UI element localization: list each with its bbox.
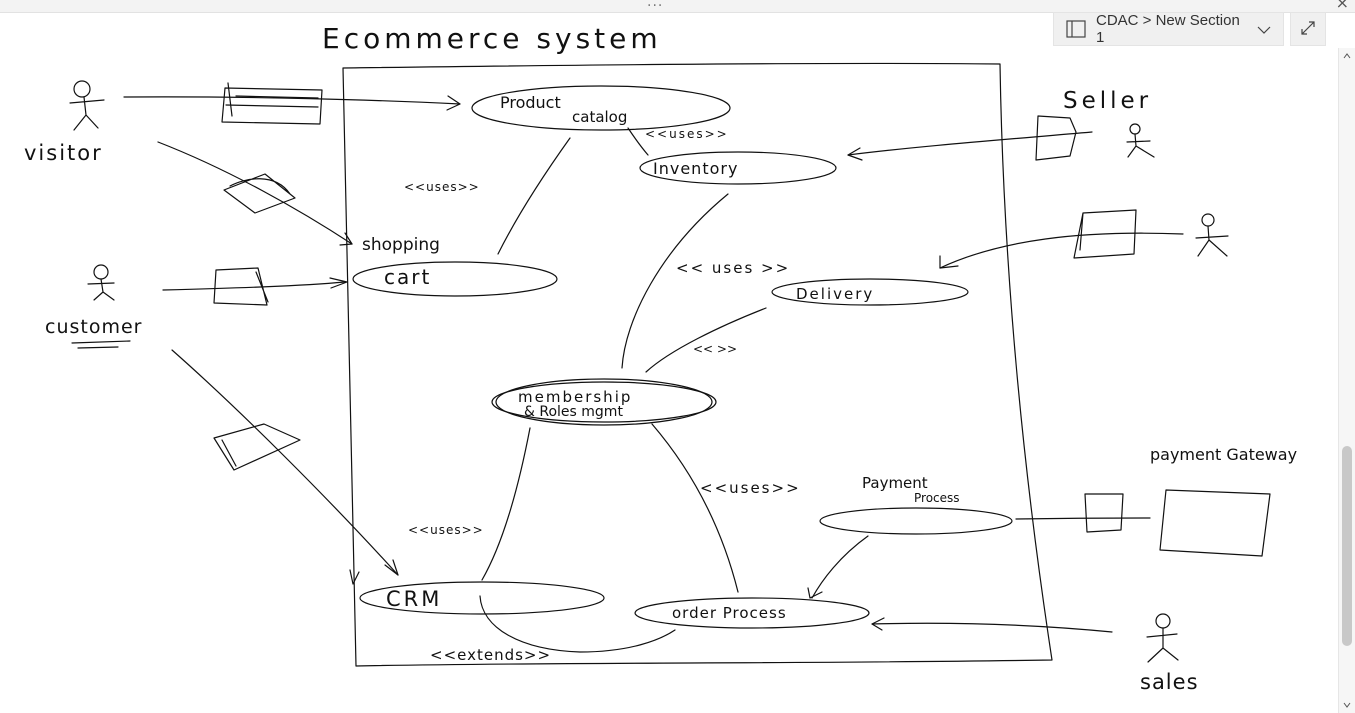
relation-uses-catalog-cart: <<uses>>	[404, 180, 480, 194]
relation-extends-crm-order: <<extends>>	[430, 646, 551, 664]
actor-sales-figure	[1146, 613, 1179, 663]
notebook-breadcrumb-dropdown[interactable]: CDAC > New Section 1	[1053, 12, 1284, 46]
usecase-crm-label: CRM	[386, 587, 442, 611]
notebook-icon	[1066, 20, 1086, 38]
usecase-inventory-oval[interactable]	[639, 151, 837, 185]
chevron-down-icon	[1257, 21, 1271, 38]
usecase-order-process-label: order Process	[672, 604, 787, 622]
usecase-membership-oval[interactable]	[491, 381, 717, 423]
drag-grip[interactable]: ...	[647, 0, 664, 10]
diagram-title: Ecommerce system	[322, 22, 662, 55]
interface-box-customer-crm	[213, 423, 301, 471]
actor-unnamed-figure	[1195, 213, 1229, 257]
actor-customer-figure	[87, 264, 115, 301]
customer-underline	[71, 340, 131, 349]
usecase-product-catalog-line1: Product	[500, 93, 561, 112]
usecase-crm-oval[interactable]	[359, 581, 605, 615]
usecase-payment-oval[interactable]	[819, 507, 1013, 535]
usecase-membership-line2: & Roles mgmt	[524, 404, 623, 420]
usecase-product-catalog-line2: catalog	[572, 108, 627, 126]
relation-uses-membership-order: <<uses>>	[700, 479, 801, 497]
actor-visitor-figure	[69, 80, 105, 131]
expand-button[interactable]	[1290, 12, 1326, 46]
relation-uses-catalog-inventory: <<uses>>	[645, 127, 729, 141]
payment-gateway-box	[1159, 489, 1271, 557]
usecase-order-process-oval[interactable]	[634, 597, 870, 629]
actor-sales-label: sales	[1140, 670, 1199, 694]
usecase-delivery-label: Delivery	[796, 285, 874, 303]
scroll-down-icon[interactable]	[1341, 699, 1353, 711]
scroll-up-icon[interactable]	[1341, 50, 1353, 62]
interface-box-visitor	[221, 82, 323, 125]
relation-uses-membership-crm: <<uses>>	[408, 523, 484, 537]
payment-gateway-label: payment Gateway	[1150, 445, 1297, 464]
close-icon[interactable]: ×	[1335, 0, 1349, 12]
usecase-cart-label: cart	[384, 265, 431, 289]
expand-icon	[1301, 20, 1315, 39]
usecase-payment-line2: Process	[914, 491, 960, 505]
usecase-inventory-label: Inventory	[653, 159, 738, 178]
usecase-product-catalog-oval[interactable]	[471, 85, 731, 131]
usecase-membership-oval-outline	[495, 378, 713, 426]
usecase-membership-line1: membership	[518, 388, 632, 406]
usecase-cart-oval[interactable]	[352, 261, 558, 297]
scrollbar-thumb[interactable]	[1342, 446, 1352, 646]
vertical-scrollbar[interactable]	[1338, 48, 1355, 713]
interface-box-unnamed	[1073, 209, 1137, 259]
relation-uses-inventory-membership: << uses >>	[676, 259, 790, 277]
usecase-payment-line1: Payment	[862, 474, 928, 492]
interface-box-seller	[1035, 115, 1077, 161]
association-lines	[123, 95, 1184, 653]
actor-seller-label: Seller	[1063, 88, 1152, 114]
interface-box-visitor-cart	[223, 173, 296, 214]
notebook-breadcrumb-label: CDAC > New Section 1	[1096, 12, 1240, 46]
interface-box-payment	[1084, 493, 1124, 533]
actor-customer-label: customer	[45, 316, 142, 338]
usecase-shopping-label: shopping	[362, 235, 440, 255]
system-boundary	[342, 62, 1053, 667]
actor-visitor-label: visitor	[24, 141, 103, 165]
relation-membership-delivery: << >>	[693, 342, 737, 356]
usecase-delivery-oval[interactable]	[771, 278, 969, 306]
window-top-bar: ... ×	[0, 0, 1355, 13]
actor-seller-figure	[1126, 123, 1155, 158]
